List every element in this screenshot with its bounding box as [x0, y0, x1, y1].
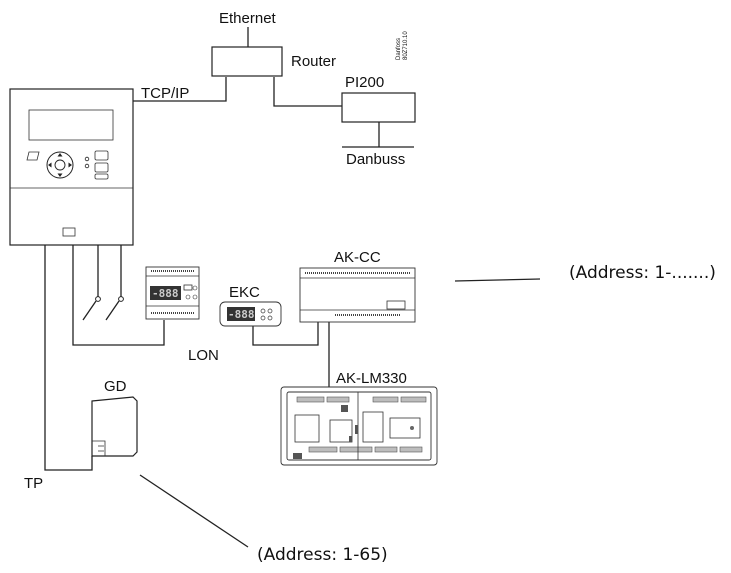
router-to-pi200-line [273, 77, 342, 107]
tcpip-label: TCP/IP [141, 85, 189, 102]
svg-text:80Z710.10: 80Z710.10 [403, 31, 409, 60]
ak-cc-controller-icon [299, 267, 416, 323]
ak-lm330-module-icon [280, 386, 438, 466]
switch-right [105, 296, 124, 321]
gas-detector-icon [91, 396, 138, 457]
danbuss-label: Danbuss [346, 151, 405, 168]
akcc-label: AK-CC [334, 249, 381, 266]
pi200-label: PI200 [345, 74, 384, 91]
din-rail-controller-icon: -888 [145, 266, 200, 320]
gd-address-label: (Address: 1-65) [257, 545, 388, 565]
meter-display-text: -888 [152, 287, 179, 300]
pi200-module-icon [341, 92, 416, 123]
router-label: Router [291, 53, 336, 70]
danfoss-watermark: Danfoss 80Z710.10 [396, 31, 409, 60]
ekc-display-text: -888 [228, 308, 255, 321]
akcc-callout-line [454, 278, 541, 282]
lon-line [72, 245, 165, 346]
gateway-controller-icon [9, 88, 134, 246]
aklm330-label: AK-LM330 [336, 370, 407, 387]
router-icon [211, 46, 283, 77]
ekc-lon-line [252, 322, 319, 346]
gd-label: GD [104, 378, 127, 395]
ekc-display-controller-icon: -888 [219, 301, 282, 327]
ethernet-label: Ethernet [219, 10, 277, 27]
tcpip-line [133, 77, 227, 102]
gd-callout-line [139, 474, 249, 548]
switch-left [82, 296, 101, 321]
svg-text:Danfoss: Danfoss [396, 38, 402, 60]
tp-line [44, 245, 93, 471]
connection-lines [44, 27, 541, 548]
lon-label: LON [188, 347, 219, 364]
akcc-address-label: (Address: 1-.......) [569, 263, 716, 283]
ekc-label: EKC [229, 284, 260, 301]
tp-label: TP [24, 475, 43, 492]
